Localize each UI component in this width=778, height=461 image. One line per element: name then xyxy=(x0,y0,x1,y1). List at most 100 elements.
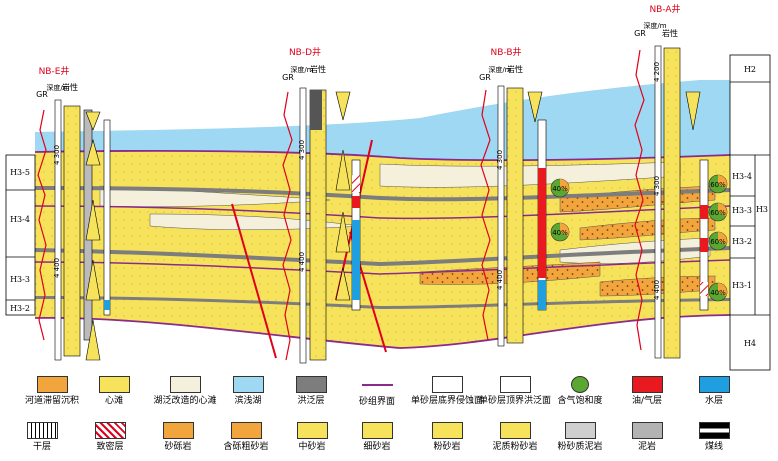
right-zone-h3-2: H3-2 xyxy=(732,237,752,246)
depth-tick-nb-b-2: 4 400 xyxy=(496,270,504,290)
legend-swatch-water xyxy=(698,376,730,393)
legend-swatch-tight xyxy=(94,422,126,439)
legend-item-mudstone-silt: 泥质粉砂岩 xyxy=(465,422,565,452)
depth-label-nb-d: 深度/m xyxy=(290,65,313,74)
well-nb-b: NB-B井 GR 深度/m 岩性 4 300 4 400 xyxy=(479,46,547,347)
sand-group-line-3 xyxy=(34,259,731,275)
legend-swatch-coarse xyxy=(230,422,262,439)
legend-swatch-conglomerate xyxy=(162,422,194,439)
pie-nb-a-1: 60% xyxy=(708,174,728,194)
depth-tick-nb-a-3: 4 400 xyxy=(653,280,661,300)
legend-label: 砂组界面 xyxy=(358,397,395,407)
well-name-nb-a: NB-A井 xyxy=(649,3,680,15)
legend-swatch-coal xyxy=(698,422,730,439)
channel-lag-lens-2 xyxy=(579,217,716,241)
legend-label: 泥质粉砂岩 xyxy=(492,442,538,452)
legend-swatch-mud xyxy=(631,422,663,439)
fault-line-1 xyxy=(231,203,277,359)
gas-saturation-pies: 40% 40% 60% 60% 60% 40% xyxy=(550,174,728,302)
depth-tick-nb-a-2: 4 300 xyxy=(653,176,661,196)
well-name-nb-d: NB-D井 xyxy=(289,46,321,58)
legend-swatch-silt xyxy=(431,422,463,439)
well-nb-d: NB-D井 GR 深度/m 岩性 4 300 4 400 xyxy=(282,46,361,364)
depth-label-nb-a: 深度/m xyxy=(643,21,666,30)
legend-item-modbar: 湖泛改造的心滩 xyxy=(135,376,235,406)
legend-swatch-erosion xyxy=(431,376,463,393)
pie-label-nb-a-2: 60% xyxy=(710,209,726,217)
legend-label: 粉砂质泥岩 xyxy=(557,442,603,452)
depth-tick-nb-a-1: 4 200 xyxy=(653,62,661,82)
depth-tick-nb-d-2: 4 400 xyxy=(298,252,306,272)
legend-label: 砂砾岩 xyxy=(164,442,192,452)
legend-item-water: 水层 xyxy=(664,376,764,406)
depth-tick-nb-e-1: 4 300 xyxy=(53,145,61,165)
flood-layer-2 xyxy=(35,246,730,266)
legend-item-oil-gas: 油/气层 xyxy=(597,376,697,406)
well-name-nb-b: NB-B井 xyxy=(490,46,521,58)
legend-label: 细砂岩 xyxy=(363,442,391,452)
left-zone-1: H3-5 xyxy=(10,168,30,177)
well-nb-a: NB-A井 GR 深度/m 岩性 4 200 4 300 4 400 xyxy=(634,3,709,359)
gr-curve-nb-a xyxy=(634,49,645,351)
legend-label: 干层 xyxy=(32,442,51,452)
right-zone-h4: H4 xyxy=(744,339,756,348)
flood-layer-1 xyxy=(35,186,730,202)
legend-label: 心滩 xyxy=(104,396,123,406)
pie-nb-b-1: 40% xyxy=(550,178,570,198)
right-zone-group: H3 xyxy=(756,205,768,214)
shore-lake-layer xyxy=(35,80,730,161)
legend-item-silt: 粉砂岩 xyxy=(397,422,497,452)
legend-label: 泥岩 xyxy=(637,442,656,452)
sand-group-line-1 xyxy=(34,149,731,162)
legend-swatch-flood-surface xyxy=(499,376,531,393)
pie-label-nb-b-2: 40% xyxy=(552,229,568,237)
legend-label: 煤线 xyxy=(704,442,723,452)
pie-nb-b-2: 40% xyxy=(550,222,570,242)
legend: 河道滞留沉积 心滩 湖泛改造的心滩 滨浅湖 洪泛层 砂组界面 单砂层底界侵蚀面 … xyxy=(0,372,778,461)
legend-label: 河道滞留沉积 xyxy=(24,396,79,406)
pie-nb-a-3: 60% xyxy=(708,231,728,251)
legend-item-medium: 中砂岩 xyxy=(262,422,362,452)
legend-item-mud: 泥岩 xyxy=(597,422,697,452)
pie-label-nb-a-4: 40% xyxy=(710,289,726,297)
legend-item-coal: 煤线 xyxy=(664,422,764,452)
legend-label: 中砂岩 xyxy=(298,442,326,452)
legend-item-lake: 滨浅湖 xyxy=(198,376,298,406)
legend-swatch-flood xyxy=(295,376,327,393)
legend-item-erosion: 单砂层底界侵蚀面 xyxy=(397,376,497,406)
legend-item-flood: 洪泛层 xyxy=(261,376,361,406)
left-zone-4: H3-2 xyxy=(10,304,30,313)
legend-label: 单砂层顶界洪泛面 xyxy=(478,396,551,406)
well-name-nb-e: NB-E井 xyxy=(39,65,70,77)
legend-label: 致密层 xyxy=(96,442,124,452)
gr-curve-nb-e xyxy=(37,109,47,341)
right-zone-column: H2 H3-4 H3-3 H3-2 H3-1 H4 H3 xyxy=(729,54,771,371)
left-zone-2: H3-4 xyxy=(10,215,30,224)
legend-swatch-mudstone-silt xyxy=(499,422,531,439)
strata-fill xyxy=(34,80,731,359)
depth-tick-nb-d-1: 4 300 xyxy=(298,140,306,160)
legend-item-tight: 致密层 xyxy=(60,422,160,452)
legend-swatch-sand-group xyxy=(361,384,393,394)
right-zone-h2: H2 xyxy=(744,65,756,74)
depth-label-nb-b: 深度/m xyxy=(488,65,511,74)
legend-item-silty-mud: 粉砂质泥岩 xyxy=(530,422,630,452)
legend-label: 滨浅湖 xyxy=(234,396,262,406)
legend-item-conglomerate: 砂砾岩 xyxy=(128,422,228,452)
pie-nb-a-2: 60% xyxy=(708,202,728,222)
depth-tick-nb-b-1: 4 300 xyxy=(496,150,504,170)
legend-item-coarse: 含砾粗砂岩 xyxy=(196,422,296,452)
legend-swatch-medium xyxy=(296,422,328,439)
depth-tick-nb-e-2: 4 400 xyxy=(53,258,61,278)
legend-swatch-gas-saturation xyxy=(571,376,589,393)
legend-item-fine: 细砂岩 xyxy=(327,422,427,452)
flood-layer-3 xyxy=(35,296,730,309)
legend-swatch-fine xyxy=(361,422,393,439)
lith-label-nb-e: 岩性 xyxy=(62,82,78,92)
gr-curve-nb-d xyxy=(282,91,293,361)
gr-label-nb-d: GR xyxy=(282,73,294,82)
lith-label-nb-d: 岩性 xyxy=(310,64,326,74)
gr-label-nb-a: GR xyxy=(634,29,646,38)
legend-swatch-bar xyxy=(98,376,130,393)
well-nb-e: NB-E井 GR 深度/m 岩性 4 300 4 400 xyxy=(36,65,111,361)
